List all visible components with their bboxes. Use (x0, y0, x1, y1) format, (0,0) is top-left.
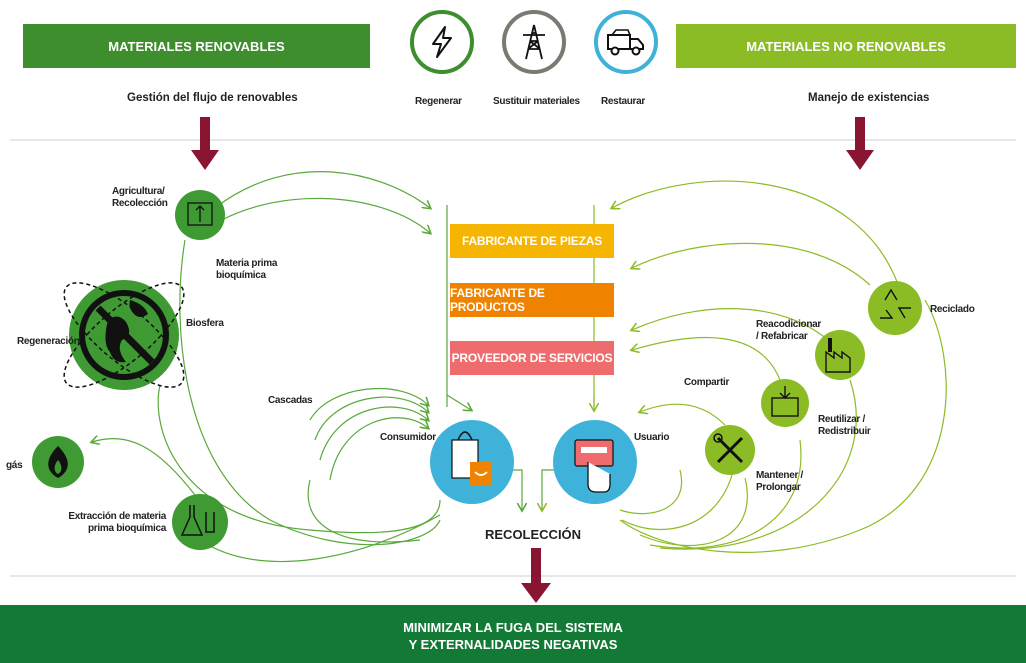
service-provider-box: PROVEEDOR DE SERVICIOS (450, 341, 614, 375)
stock-management-subtitle: Manejo de existencias (808, 92, 930, 104)
tools-wrench-icon (705, 425, 755, 475)
biogas-label: gás (6, 460, 23, 471)
user-label: Usuario (634, 432, 670, 443)
substitute-materials-ring (502, 10, 566, 74)
down-arrow-bottom (521, 548, 551, 603)
reuse-label: Reutilizar / Redistribuir (818, 414, 871, 437)
non-renewable-materials-title: MATERIALES NO RENOVABLES (746, 38, 946, 54)
renewable-flow-subtitle: Gestión del flujo de renovables (127, 92, 298, 104)
minimize-leakage-line1: MINIMIZAR LA FUGA DEL SISTEMA (403, 620, 623, 635)
parts-manufacturer-box: FABRICANTE DE PIEZAS (450, 224, 614, 258)
regeneration-label: Regeneración (17, 336, 80, 347)
box-redistribute-icon (761, 379, 809, 427)
collection-label: RECOLECCIÓN (485, 527, 582, 542)
truck-icon (607, 29, 644, 56)
restore-label: Restaurar (601, 96, 645, 107)
maintain-label: Mantener / Prolongar (756, 470, 804, 493)
service-provider-label: PROVEEDOR DE SERVICIOS (451, 351, 613, 365)
regenerate-label: Regenerar (415, 96, 462, 107)
factory-icon (815, 330, 865, 380)
agricultura-icon (175, 190, 225, 240)
down-arrow-left (191, 117, 219, 170)
recycling-label: Reciclado (930, 304, 975, 315)
refurbish-label: Reacodicionar / Refabricar (756, 319, 822, 342)
user-card-hand-icon (553, 420, 637, 504)
consumer-bag-icon (430, 420, 514, 504)
restore-ring (594, 10, 658, 74)
extraction-flask-icon (172, 494, 228, 550)
renewable-materials-banner: MATERIALES RENOVABLES (23, 24, 370, 68)
recycle-icon (868, 281, 922, 335)
power-tower-icon (523, 24, 545, 60)
biosphere-globe-icon (63, 280, 185, 390)
non-renewable-materials-banner: MATERIALES NO RENOVABLES (676, 24, 1016, 68)
biochemical-feedstock-label: Materia prima bioquímica (216, 258, 278, 281)
regenerate-ring (410, 10, 474, 74)
share-label: Compartir (684, 377, 730, 388)
renewable-materials-title: MATERIALES RENOVABLES (108, 38, 285, 54)
extraction-label: Extracción de materia prima bioquímica (68, 511, 166, 534)
substitute-label: Sustituir materiales (493, 96, 580, 107)
lightning-icon (432, 26, 452, 58)
down-arrow-right (846, 117, 874, 170)
cascades-label: Cascadas (268, 395, 313, 406)
product-manufacturer-box: FABRICANTE DE PRODUCTOS (450, 283, 614, 317)
minimize-leakage-banner: MINIMIZAR LA FUGA DEL SISTEMA Y EXTERNAL… (0, 605, 1026, 663)
product-manufacturer-label: FABRICANTE DE PRODUCTOS (450, 286, 545, 314)
biogas-fire-icon (32, 436, 84, 488)
agriculture-label: Agricultura/ Recolección (112, 186, 168, 209)
biosphere-label: Biosfera (186, 318, 224, 329)
minimize-leakage-line2: Y EXTERNALIDADES NEGATIVAS (408, 637, 618, 652)
parts-manufacturer-label: FABRICANTE DE PIEZAS (461, 234, 602, 248)
consumer-label: Consumidor (380, 432, 436, 443)
